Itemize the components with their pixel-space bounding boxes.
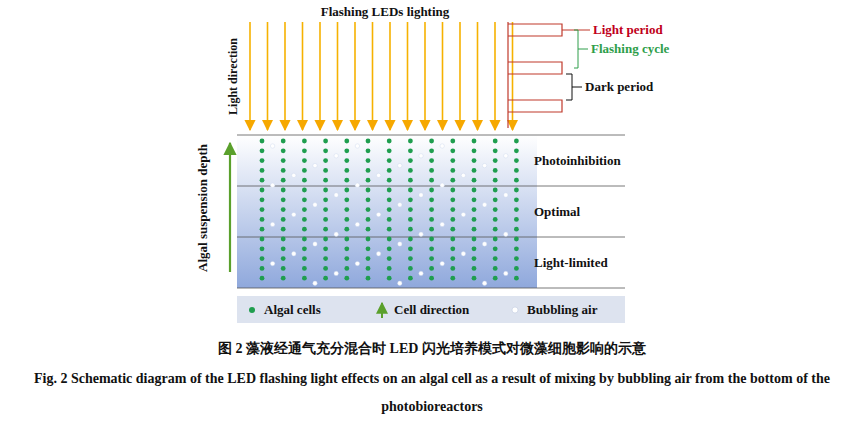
legend-label: Cell direction — [394, 302, 469, 318]
legend-arrow — [381, 303, 383, 318]
legend-label: Bubbling air — [527, 302, 597, 318]
depth-arrow — [229, 143, 231, 272]
cycle-bracket — [574, 30, 588, 68]
flashing-wave — [508, 22, 562, 128]
period-label: Light period — [593, 22, 663, 38]
light-arrows — [250, 22, 513, 130]
caption: 图 2 藻液经通气充分混合时 LED 闪光培养模式对微藻细胞影响的示意 — [218, 340, 646, 358]
depth-zone: Photoinhibition — [237, 136, 625, 185]
cycle-label: Flashing cycle — [591, 41, 669, 57]
legend-swatch — [249, 307, 255, 313]
depth-zone: Optimal — [237, 187, 625, 236]
algal-suspension — [237, 135, 537, 288]
zone-label: Light-limited — [534, 255, 608, 271]
dark-bracket — [566, 74, 582, 100]
depth-zone: Light-limited — [237, 238, 625, 287]
axis-label: Light direction — [226, 38, 241, 115]
band-lines — [237, 135, 625, 288]
legend-bar — [237, 296, 625, 323]
zone-label: Optimal — [534, 204, 580, 220]
caption-english: Fig. 2 Schematic diagram of the LED flas… — [6, 365, 858, 421]
algal-cells — [260, 139, 519, 286]
period-label: Dark period — [585, 79, 653, 95]
legend-swatch — [512, 307, 518, 313]
legend-label: Algal cells — [264, 302, 321, 318]
axis-label: Algal suspension depth — [195, 144, 211, 272]
zone-label: Photoinhibition — [534, 153, 621, 169]
heading: Flashing LEDs lighting — [321, 4, 450, 20]
